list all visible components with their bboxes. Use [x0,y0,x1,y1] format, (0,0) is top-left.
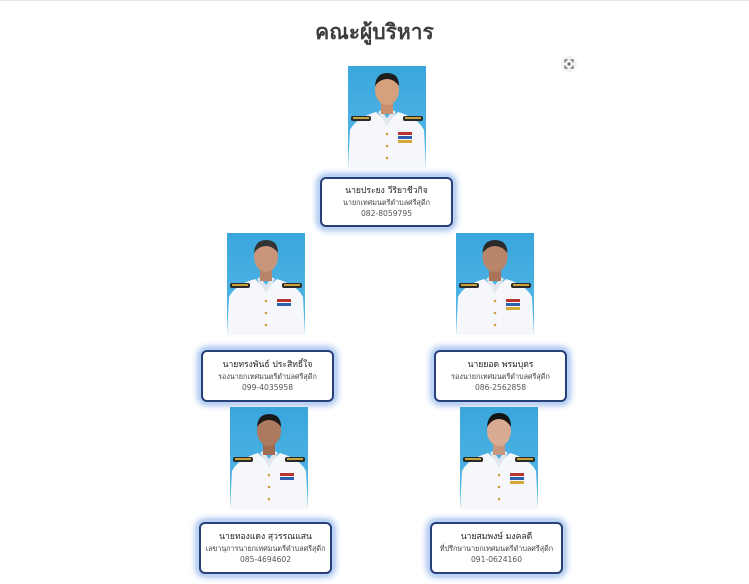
expand-icon[interactable] [561,56,577,72]
member-name: นายทรงพันธ์ ประสิทธิ์ใจ [222,360,313,371]
member-card: นายทองแดง สุวรรณแสน เลขานุการนายกเทศมนตร… [199,522,332,574]
member-card: นายยอด พรมบุตร รองนายกเทศมนตรีตำบลศรีสุด… [434,350,567,402]
member-photo [460,407,538,509]
member-name: นายทองแดง สุวรรณแสน [219,532,312,543]
member-name: นายประยง วีริยาชีวกิจ [345,186,428,197]
member-position: เลขานุการนายกเทศมนตรีตำบลศรีสุดีก [205,543,326,553]
member-card: นายทรงพันธ์ ประสิทธิ์ใจ รองนายกเทศมนตรีต… [201,350,334,402]
member-phone: 091-0624160 [470,554,523,564]
member-phone: 099-4035958 [241,382,294,392]
member-position: รองนายกเทศมนตรีตำบลศรีสุดีก [218,371,317,381]
member-photo [230,407,308,509]
member-position: ที่ปรึกษานายกเทศมนตรีตำบลศรีสุดีก [439,543,554,553]
member-position: นายกเทศมนตรีตำบลศรีสุดีก [343,197,430,207]
top-divider [0,0,749,1]
member-card: นายประยง วีริยาชีวกิจ นายกเทศมนตรีตำบลศร… [320,177,453,227]
member-name: นายยอด พรมบุตร [467,360,534,371]
member-photo [456,233,534,335]
member-card: นายสมพงษ์ มงคลดี ที่ปรึกษานายกเทศมนตรีตำ… [430,522,563,574]
member-phone: 086-2562858 [474,382,527,392]
page-title: คณะผู้บริหาร [315,20,434,44]
member-phone: 085-4694602 [239,554,292,564]
member-position: รองนายกเทศมนตรีตำบลศรีสุดีก [451,371,550,381]
member-photo [348,66,426,168]
member-phone: 082-8059795 [360,208,413,218]
member-name: นายสมพงษ์ มงคลดี [460,532,533,543]
member-photo [227,233,305,335]
